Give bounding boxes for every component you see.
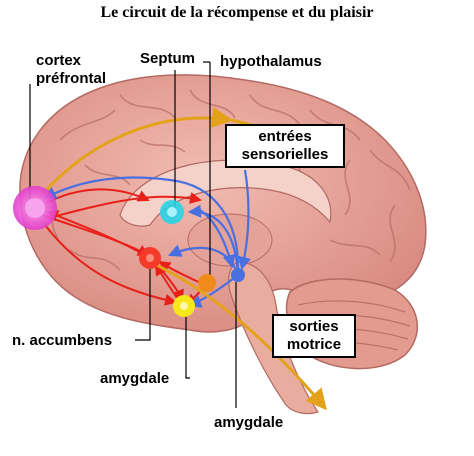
box-entrees-sensorielles: entrées sensorielles — [225, 124, 345, 168]
label-accumbens: n. accumbens — [12, 332, 113, 349]
label-sorties-line2: motrice — [286, 336, 342, 353]
label-hypothalamus: hypothalamus — [220, 53, 322, 70]
label-entrees-line1: entrées — [258, 128, 312, 145]
label-septum: Septum — [140, 50, 196, 67]
label-amygdale-left: amygdale — [100, 370, 170, 387]
page-title: Le circuit de la récompense et du plaisi… — [100, 4, 374, 21]
accumbens-region — [139, 247, 161, 269]
blue-pathways — [43, 169, 252, 308]
label-amygdale-bottom: amygdale — [214, 414, 284, 431]
leader-lines — [29, 61, 237, 408]
septum-region — [160, 200, 184, 224]
vta-region — [198, 268, 245, 292]
label-cortex-prefrontal-line1: cortex — [36, 52, 82, 69]
corpus-callosum — [119, 159, 332, 227]
label-sorties-line1: sorties — [289, 318, 339, 335]
label-entrees-line2: sensorielles — [241, 146, 329, 163]
pfc-region — [13, 186, 57, 230]
amygdala-region — [173, 295, 195, 317]
label-cortex-prefrontal-line2: préfrontal — [36, 70, 107, 87]
box-sorties-motrice: sorties motrice — [272, 314, 356, 358]
